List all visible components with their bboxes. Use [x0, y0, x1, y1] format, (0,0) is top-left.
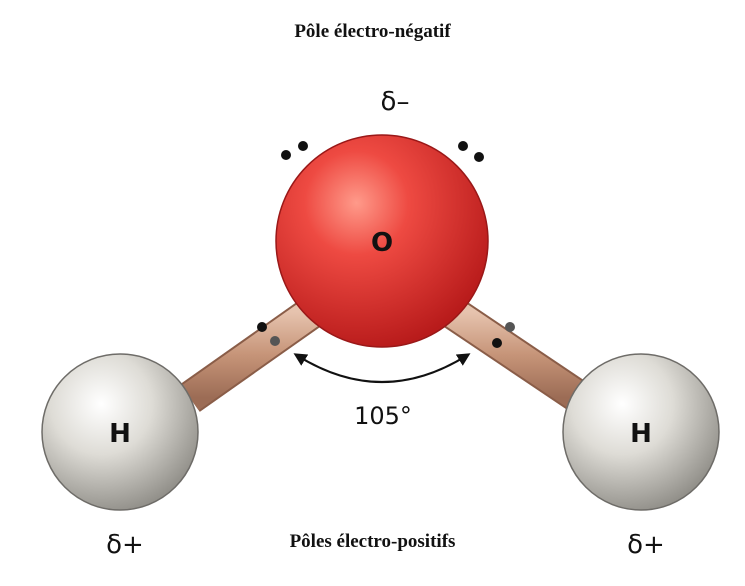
oxygen-charge-label: δ– [381, 87, 410, 117]
lone-pair-left [281, 141, 308, 160]
hydrogen-atom-right [562, 353, 720, 511]
bond-electrons-left [257, 322, 280, 346]
electropositive-poles-title: Pôles électro-positifs [289, 531, 456, 552]
oxygen-label: O [371, 228, 393, 258]
electronegative-pole-title: Pôle électro-négatif [294, 21, 451, 42]
bond-angle-label: 105° [354, 402, 412, 430]
bond-angle-arrow [293, 353, 471, 384]
lone-pair-right [458, 141, 484, 162]
bond-left [180, 298, 322, 412]
hydrogen-left-charge-label: δ+ [106, 530, 144, 560]
bond-electrons-right [492, 322, 515, 348]
hydrogen-atom-left [41, 353, 199, 511]
bond-right [442, 297, 590, 413]
oxygen-atom [275, 134, 489, 348]
hydrogen-right-label: H [630, 419, 652, 449]
hydrogen-left-label: H [109, 419, 131, 449]
hydrogen-right-charge-label: δ+ [627, 530, 665, 560]
